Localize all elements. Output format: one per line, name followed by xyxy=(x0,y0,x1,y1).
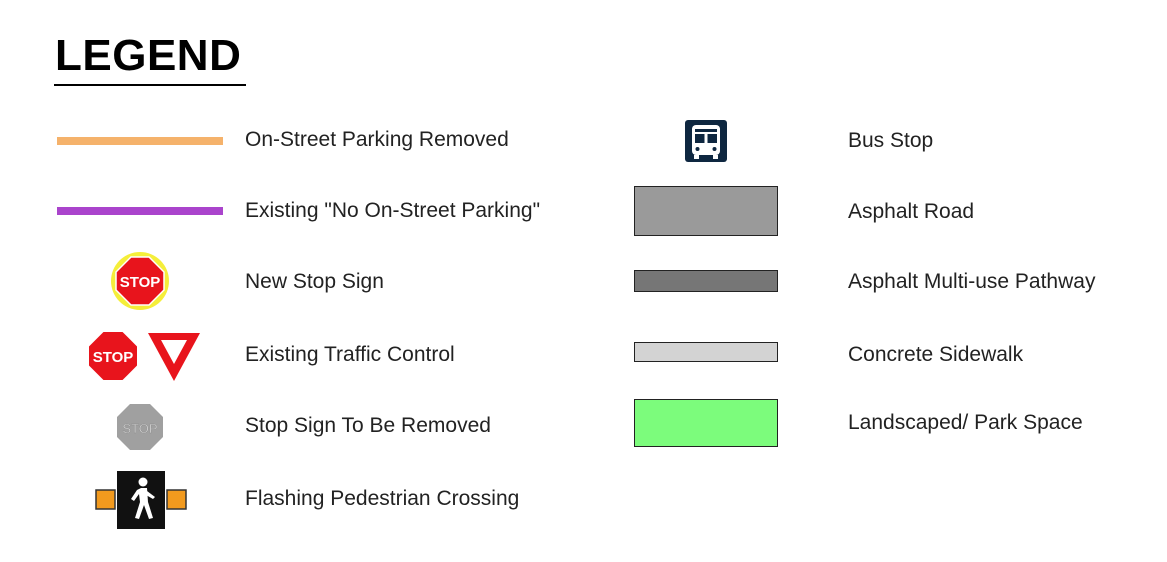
orange-line-symbol xyxy=(57,137,223,145)
legend-label-asphalt-road: Asphalt Road xyxy=(848,200,975,223)
svg-text:STOP: STOP xyxy=(122,421,157,436)
asphalt-road-swatch xyxy=(634,186,778,236)
park-space-swatch xyxy=(634,399,778,447)
legend-label-new-stop: New Stop Sign xyxy=(245,270,384,293)
concrete-sidewalk-swatch xyxy=(634,342,778,362)
title-underline xyxy=(54,84,246,86)
legend-label-stop-removed: Stop Sign To Be Removed xyxy=(245,414,491,437)
legend-label-existing-control: Existing Traffic Control xyxy=(245,343,455,366)
stop-sign-highlighted-icon: STOP xyxy=(110,251,170,311)
bus-icon xyxy=(685,120,727,162)
pedestrian-crossing-icon xyxy=(95,470,187,530)
legend-title: LEGEND xyxy=(55,31,242,80)
asphalt-pathway-swatch xyxy=(634,270,778,292)
grey-stop-sign-icon: STOP xyxy=(116,403,164,451)
purple-line-symbol xyxy=(57,207,223,215)
legend-label-bus-stop: Bus Stop xyxy=(848,129,934,152)
svg-text:STOP: STOP xyxy=(93,349,134,366)
yield-sign-icon xyxy=(146,331,202,383)
legend-label-asphalt-pathway: Asphalt Multi-use Pathway xyxy=(848,270,1096,293)
stop-sign-icon: STOP xyxy=(87,330,139,382)
legend-label-park-space: Landscaped/ Park Space xyxy=(848,411,1083,434)
svg-text:STOP: STOP xyxy=(120,274,161,291)
legend-label-no-parking: Existing "No On-Street Parking" xyxy=(245,199,541,222)
legend-label-parking-removed: On-Street Parking Removed xyxy=(245,128,509,151)
legend-label-concrete-sidewalk: Concrete Sidewalk xyxy=(848,343,1024,366)
legend-label-ped-crossing: Flashing Pedestrian Crossing xyxy=(245,487,520,510)
